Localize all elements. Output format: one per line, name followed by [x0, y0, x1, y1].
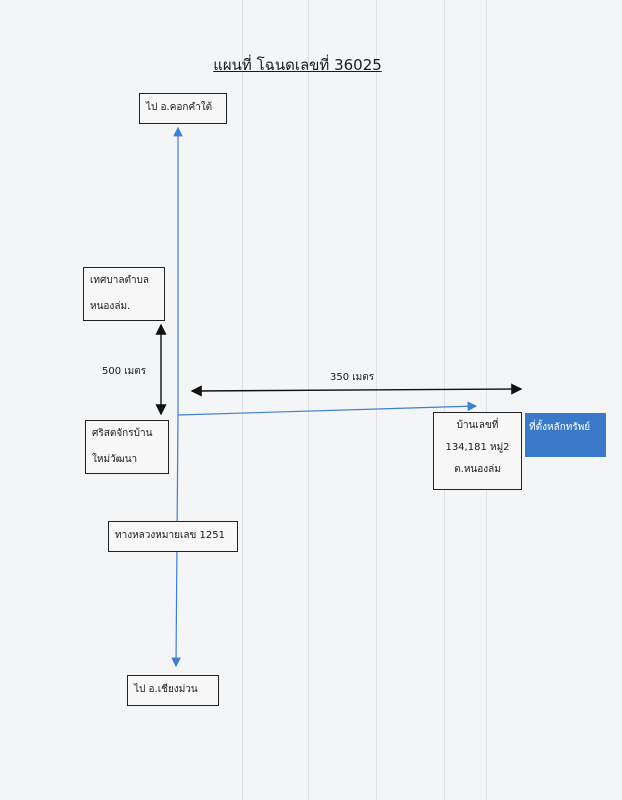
church-label-line1: ศริสตจักรบ้าน [92, 428, 153, 439]
highway-box: ทางหลวงหมายเลข 1251 [108, 521, 238, 552]
paper-fold-line [486, 0, 487, 800]
house-label-line3: ต.หนองล่ม [454, 464, 501, 475]
map-title: แผนที่ โฉนดเลขที่ 36025 [213, 56, 382, 74]
distance-500m-label: 500 เมตร [102, 366, 147, 377]
north-destination-box: ไป อ.คอกคำใต้ [139, 93, 227, 124]
municipality-label-line1: เทศบาลตำบล [90, 275, 150, 286]
house-box: บ้านเลขที่ 134,181 หมู่2 ต.หนองล่ม [433, 412, 522, 490]
municipality-label-line2: หนองล่ม. [90, 301, 131, 312]
paper-fold-line [376, 0, 377, 800]
north-destination-label: ไป อ.คอกคำใต้ [146, 102, 213, 113]
church-label-line2: ใหม่วัฒนา [92, 454, 138, 465]
house-label-line1: บ้านเลขที่ [456, 420, 499, 431]
church-box: ศริสตจักรบ้าน ใหม่วัฒนา [85, 420, 169, 474]
distance-350m-arrow [190, 383, 523, 397]
south-destination-label: ไป อ.เชียงม่วน [134, 684, 198, 695]
asset-location-box: ที่ตั้งหลักทรัพย์ [525, 413, 606, 457]
paper-fold-line [308, 0, 309, 800]
road-east-arrow [177, 401, 478, 416]
south-destination-box: ไป อ.เชียงม่วน [127, 675, 219, 706]
distance-350m-label: 350 เมตร [330, 372, 375, 383]
highway-label: ทางหลวงหมายเลข 1251 [115, 530, 225, 541]
paper-fold-line [444, 0, 445, 800]
asset-location-label: ที่ตั้งหลักทรัพย์ [529, 422, 591, 433]
paper-fold-line [242, 0, 243, 800]
house-label-line2: 134,181 หมู่2 [445, 442, 510, 453]
municipality-box: เทศบาลตำบล หนองล่ม. [83, 267, 165, 321]
